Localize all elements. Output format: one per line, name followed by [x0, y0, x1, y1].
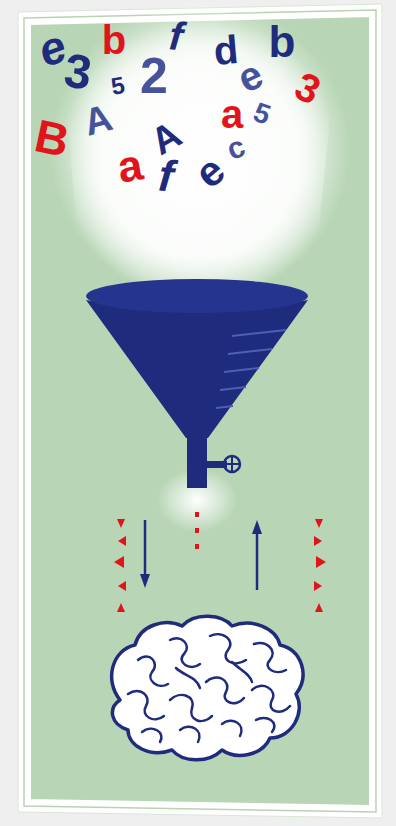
scattered-letter: A [145, 115, 188, 162]
down-arrow [140, 520, 150, 588]
right-markers [314, 519, 326, 612]
scattered-letter: 2 [140, 51, 168, 101]
left-markers [114, 519, 126, 612]
scattered-letter: b [269, 20, 296, 64]
scattered-letter: 5 [109, 73, 126, 99]
scattered-letter: A [80, 98, 116, 142]
scattered-letter: f [157, 153, 175, 198]
light-glow [50, 0, 350, 300]
scattered-letter: a [221, 94, 243, 134]
drops [195, 512, 199, 549]
scattered-letter: f [168, 15, 185, 56]
scattered-letter: a [114, 142, 146, 190]
scattered-letter: 3 [61, 46, 94, 97]
funnel-spout [187, 436, 207, 488]
scattered-letter: B [31, 112, 73, 164]
funnel-rim [86, 279, 308, 313]
funnel-cone [86, 300, 308, 438]
valve-wheel [224, 456, 240, 472]
scattered-letter: b [102, 20, 126, 60]
scattered-letter: e [231, 53, 268, 99]
up-arrow [252, 520, 262, 590]
brain [112, 616, 303, 760]
scattered-letter: 3 [289, 65, 326, 111]
scattered-letter: c [223, 131, 249, 165]
scattered-letter: 5 [250, 98, 274, 130]
scattered-letter: e [188, 148, 233, 195]
